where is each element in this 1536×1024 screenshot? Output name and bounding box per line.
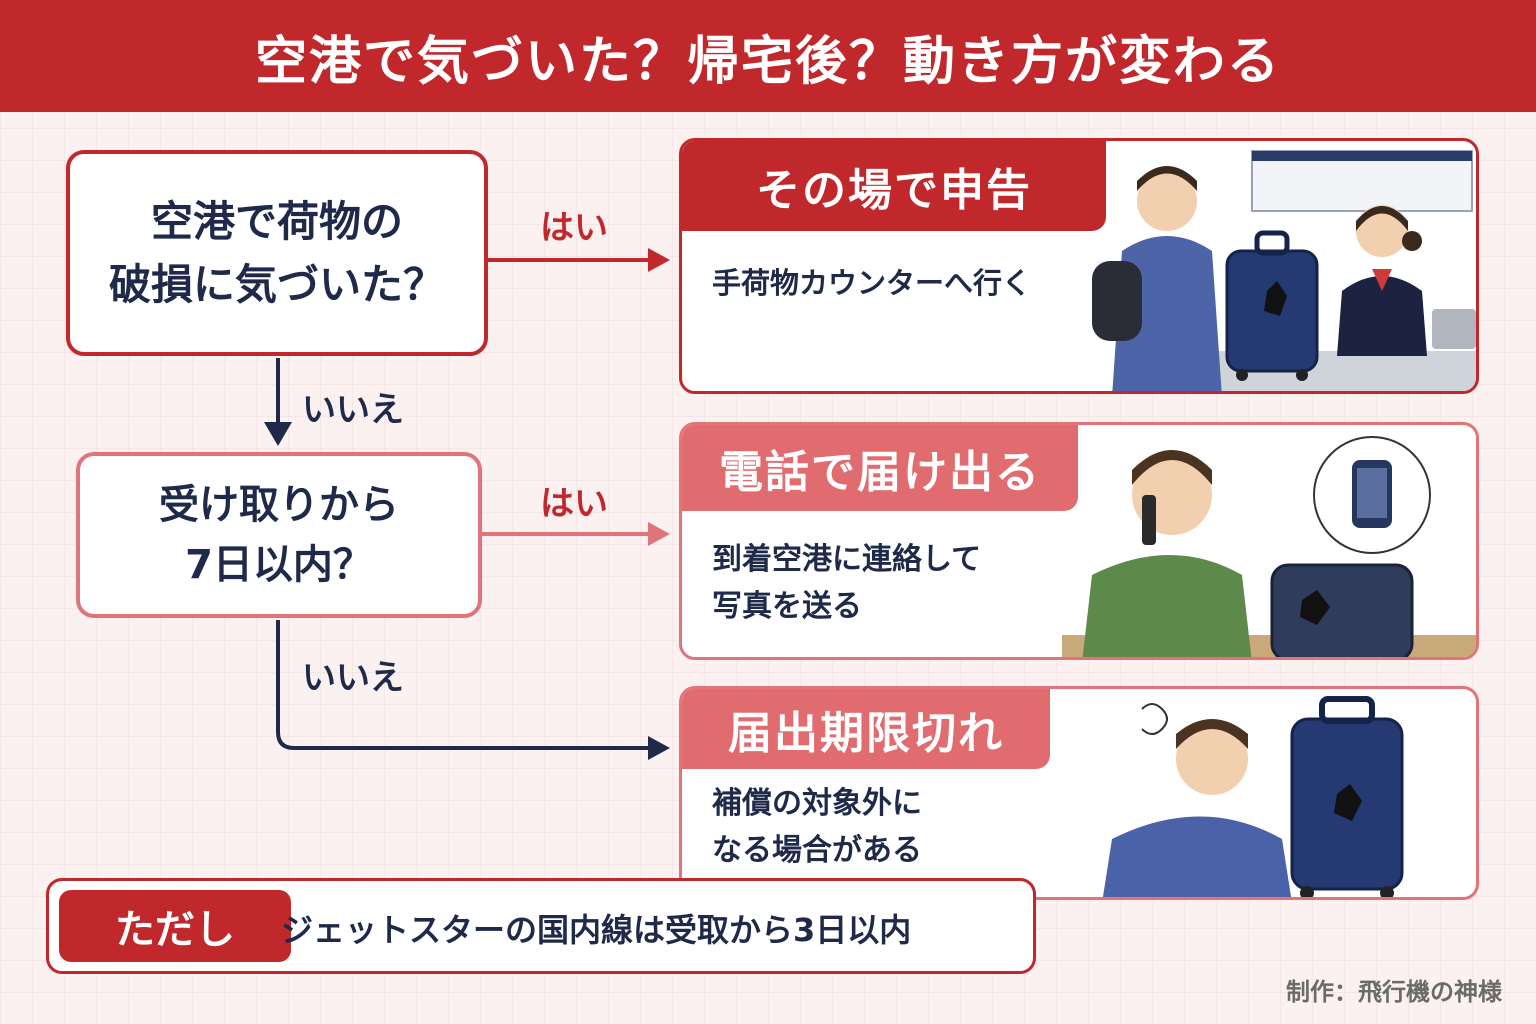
card-title: その場で申告 (682, 141, 1106, 231)
card-report-by-phone: 電話で届け出る 到着空港に連絡して 写真を送る (679, 422, 1479, 660)
card-title: 届出期限切れ (682, 689, 1050, 769)
question-within-7-days: 受け取りから 7日以内？ (76, 452, 482, 618)
card-text: 手荷物カウンターへ行く (712, 266, 1032, 300)
credit-text: 制作：飛行機の神様 (1286, 978, 1502, 1006)
card-text: 到着空港に連絡して 写真を送る (712, 542, 982, 624)
card-report-on-site: その場で申告 手荷物カウンターへ行く (679, 138, 1479, 394)
arrow-q1-yes (488, 248, 670, 272)
arrow-q1-no (264, 358, 292, 446)
label-yes-2: はい (540, 484, 608, 524)
note-text: ジェットスターの国内線は受取から3日以内 (281, 911, 912, 949)
card-text: 補償の対象外に なる場合がある (712, 786, 922, 868)
phone-call-illustration (1062, 436, 1476, 657)
arrow-q2-yes (482, 522, 670, 546)
question-damage-at-airport: 空港で荷物の 破損に気づいた？ (66, 150, 488, 356)
label-no-1: いいえ (302, 390, 404, 430)
card-title: 電話で届け出る (682, 425, 1078, 511)
page-title: 空港で気づいた？帰宅後？動き方が変わる (0, 0, 1536, 112)
worried-person-illustration (1102, 696, 1404, 897)
card-deadline-passed: 届出期限切れ 補償の対象外に なる場合がある (679, 686, 1479, 900)
airport-counter-illustration (1092, 150, 1476, 391)
note-tag: ただし (59, 890, 291, 962)
label-no-2: いいえ (302, 658, 404, 698)
label-yes-1: はい (540, 208, 608, 248)
note-box: ただし ジェットスターの国内線は受取から3日以内 (46, 878, 1036, 974)
